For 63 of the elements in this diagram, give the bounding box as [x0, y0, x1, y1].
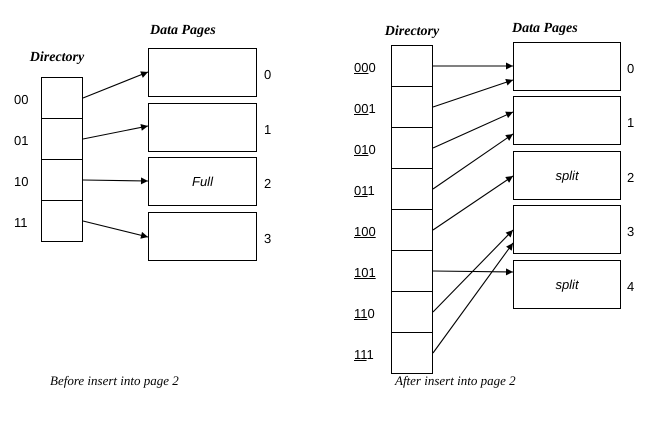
arrow [432, 230, 514, 312]
directory-slot [391, 127, 433, 169]
data-page-box [148, 103, 257, 152]
hash-bits-label: 11 [14, 215, 28, 231]
arrow [83, 177, 148, 184]
hash-bits-label: 010 [354, 142, 376, 158]
page-number: 2 [264, 176, 272, 192]
directory-heading: Directory [28, 50, 86, 66]
directory-slot [41, 159, 83, 201]
directory-heading: Directory [384, 24, 440, 40]
directory-slot [41, 200, 83, 242]
section-heading: Data Pages [512, 21, 578, 37]
arrow [82, 124, 148, 140]
hash-bits-label: 110 [354, 306, 375, 322]
page-number: 4 [627, 278, 634, 294]
data-page-box [148, 48, 257, 97]
arrow [82, 220, 148, 239]
hash-bits-label: 100 [354, 224, 376, 240]
data-page-box [513, 151, 621, 200]
page-number: 1 [627, 114, 634, 130]
data-page-box [513, 42, 621, 91]
page-status-text: Full [192, 174, 213, 189]
directory-slot [391, 332, 433, 374]
caption: After insert into page 2 [395, 373, 516, 389]
caption: Before insert into page 2 [50, 373, 179, 389]
directory-slot [391, 209, 433, 251]
page-number: 2 [627, 170, 634, 186]
arrow [432, 112, 514, 148]
hash-bits-label: 01 [14, 133, 28, 149]
hash-bits-label: 000 [354, 60, 376, 76]
arrow [432, 176, 514, 230]
data-page-box [513, 260, 621, 309]
hash-bits-label: 111 [354, 347, 374, 363]
directory-slot [391, 168, 433, 210]
arrow [433, 268, 513, 276]
page-number: 1 [264, 122, 272, 138]
page-status-text: split [555, 277, 579, 292]
hash-bits-label: 00 [14, 92, 28, 108]
hash-bits-label: 011 [354, 183, 375, 199]
arrow [433, 62, 513, 70]
arrow [432, 78, 514, 108]
arrow [432, 134, 514, 190]
page-number: 0 [627, 60, 634, 76]
page-number: 0 [264, 66, 272, 82]
page-status-text: split [555, 168, 579, 183]
directory-slot [391, 45, 433, 87]
data-page-box [148, 212, 257, 261]
data-page-box [513, 205, 621, 254]
data-page-box [513, 96, 621, 145]
directory-slot [391, 86, 433, 128]
hash-bits-label: 001 [354, 101, 376, 117]
hash-bits-label: 101 [354, 265, 376, 281]
directory-slot [41, 118, 83, 160]
page-number: 3 [264, 230, 272, 246]
section-heading: Data Pages [150, 23, 216, 39]
page-number: 3 [627, 224, 634, 240]
arrow [432, 242, 514, 354]
directory-slot [391, 250, 433, 292]
data-page-box [148, 157, 257, 206]
hash-bits-label: 10 [14, 174, 28, 190]
directory-slot [41, 77, 83, 119]
directory-slot [391, 291, 433, 333]
arrow [82, 71, 148, 99]
